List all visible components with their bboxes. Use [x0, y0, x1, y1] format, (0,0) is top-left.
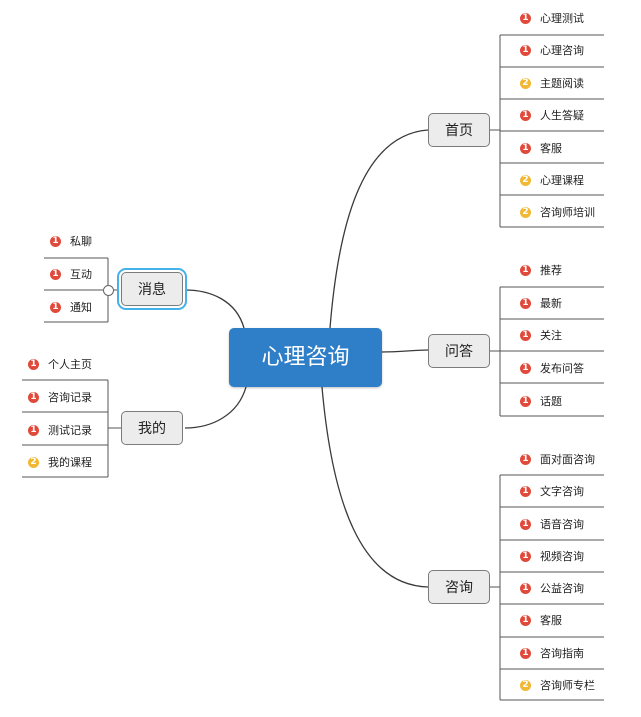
priority-1-icon: 1 [50, 301, 61, 313]
leaf-label: 咨询师专栏 [540, 679, 595, 692]
leaf-home-1[interactable]: 1 心理测试 [520, 9, 584, 29]
leaf-label: 推荐 [540, 264, 562, 277]
leaf-consult-5[interactable]: 1 公益咨询 [520, 579, 584, 599]
priority-1-icon: 1 [520, 518, 531, 530]
leaf-mine-1[interactable]: 1 个人主页 [28, 355, 92, 375]
priority-1-icon: 1 [520, 297, 531, 309]
leaf-mine-3[interactable]: 1 测试记录 [28, 421, 92, 441]
branch-mine[interactable]: 我的 [121, 411, 183, 445]
priority-1-icon: 1 [520, 582, 531, 594]
priority-1-icon: 1 [520, 44, 531, 56]
leaf-label: 文字咨询 [540, 485, 584, 498]
leaf-label: 咨询师培训 [540, 206, 595, 219]
leaf-home-4[interactable]: 1 人生答疑 [520, 106, 584, 126]
leaf-label: 语音咨询 [540, 518, 584, 531]
leaf-label: 公益咨询 [540, 582, 584, 595]
leaf-label: 个人主页 [48, 358, 92, 371]
leaf-consult-4[interactable]: 1 视频咨询 [520, 547, 584, 567]
leaf-label: 私聊 [70, 235, 92, 248]
leaf-label: 心理咨询 [540, 44, 584, 57]
leaf-label: 互动 [70, 268, 92, 281]
collapse-toggle[interactable] [103, 285, 114, 296]
priority-1-icon: 1 [520, 109, 531, 121]
leaf-messages-2[interactable]: 1 互动 [50, 265, 92, 285]
leaf-home-3[interactable]: 2 主题阅读 [520, 74, 584, 94]
priority-1-icon: 1 [520, 142, 531, 154]
leaf-mine-2[interactable]: 1 咨询记录 [28, 388, 92, 408]
leaf-label: 面对面咨询 [540, 453, 595, 466]
leaf-label: 客服 [540, 614, 562, 627]
leaf-consult-7[interactable]: 1 咨询指南 [520, 644, 584, 664]
leaf-label: 发布问答 [540, 362, 584, 375]
leaf-label: 客服 [540, 142, 562, 155]
connector-root-qa [381, 349, 429, 353]
leaf-qa-2[interactable]: 1 最新 [520, 294, 562, 314]
leaf-consult-6[interactable]: 1 客服 [520, 611, 562, 631]
leaf-messages-3[interactable]: 1 通知 [50, 298, 92, 318]
priority-1-icon: 1 [28, 391, 39, 403]
leaf-consult-8[interactable]: 2 咨询师专栏 [520, 676, 595, 696]
priority-1-icon: 1 [520, 453, 531, 465]
leaf-label: 心理测试 [540, 12, 584, 25]
leaf-label: 人生答疑 [540, 109, 584, 122]
branch-consult[interactable]: 咨询 [428, 570, 490, 604]
leaf-qa-4[interactable]: 1 发布问答 [520, 359, 584, 379]
leaf-label: 关注 [540, 329, 562, 342]
leaf-label: 我的课程 [48, 456, 92, 469]
priority-2-icon: 2 [28, 456, 39, 468]
leaf-label: 心理课程 [540, 174, 584, 187]
priority-2-icon: 2 [520, 679, 531, 691]
priority-1-icon: 1 [520, 329, 531, 341]
priority-1-icon: 1 [520, 485, 531, 497]
priority-1-icon: 1 [520, 362, 531, 374]
connector-root-consult [321, 386, 429, 588]
priority-2-icon: 2 [520, 77, 531, 89]
priority-1-icon: 1 [520, 264, 531, 276]
priority-2-icon: 2 [520, 206, 531, 218]
root-node[interactable]: 心理咨询 [229, 328, 382, 387]
branch-qa[interactable]: 问答 [428, 334, 490, 368]
leaf-label: 咨询指南 [540, 647, 584, 660]
connector-root-mine [184, 386, 247, 429]
leaf-label: 通知 [70, 301, 92, 314]
priority-1-icon: 1 [520, 395, 531, 407]
leaf-consult-2[interactable]: 1 文字咨询 [520, 482, 584, 502]
connector-root-home [329, 129, 429, 329]
leaf-label: 主题阅读 [540, 77, 584, 90]
priority-1-icon: 1 [520, 614, 531, 626]
priority-1-icon: 1 [50, 268, 61, 280]
leaf-qa-5[interactable]: 1 话题 [520, 392, 562, 412]
leaf-label: 最新 [540, 297, 562, 310]
priority-1-icon: 1 [520, 12, 531, 24]
connector-root-messages [184, 289, 245, 329]
priority-2-icon: 2 [520, 174, 531, 186]
leaf-qa-1[interactable]: 1 推荐 [520, 261, 562, 281]
branch-home[interactable]: 首页 [428, 113, 490, 147]
priority-1-icon: 1 [520, 647, 531, 659]
leaf-home-7[interactable]: 2 咨询师培训 [520, 203, 595, 223]
leaf-home-6[interactable]: 2 心理课程 [520, 171, 584, 191]
leaf-consult-1[interactable]: 1 面对面咨询 [520, 450, 595, 470]
leaf-home-5[interactable]: 1 客服 [520, 139, 562, 159]
priority-1-icon: 1 [50, 235, 61, 247]
branch-messages[interactable]: 消息 [117, 268, 187, 310]
leaf-label: 测试记录 [48, 424, 92, 437]
priority-1-icon: 1 [520, 550, 531, 562]
leaf-label: 咨询记录 [48, 391, 92, 404]
priority-1-icon: 1 [28, 424, 39, 436]
leaf-home-2[interactable]: 1 心理咨询 [520, 41, 584, 61]
leaf-label: 话题 [540, 395, 562, 408]
leaf-label: 视频咨询 [540, 550, 584, 563]
leaf-qa-3[interactable]: 1 关注 [520, 326, 562, 346]
leaf-consult-3[interactable]: 1 语音咨询 [520, 515, 584, 535]
leaf-mine-4[interactable]: 2 我的课程 [28, 453, 92, 473]
leaf-messages-1[interactable]: 1 私聊 [50, 232, 92, 252]
priority-1-icon: 1 [28, 358, 39, 370]
